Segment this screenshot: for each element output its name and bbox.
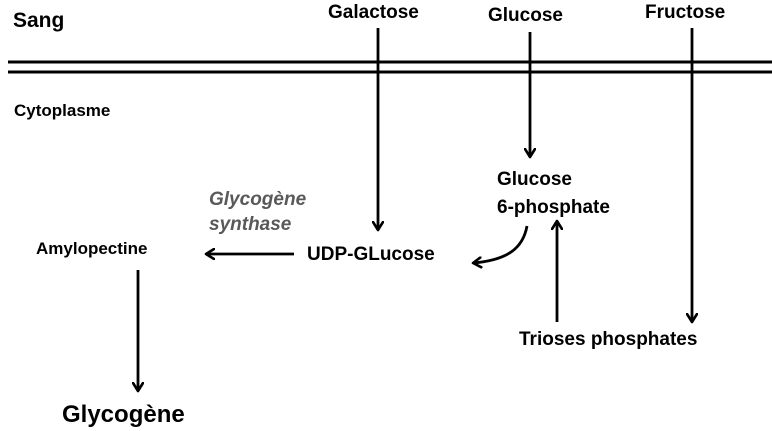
- cytoplasm-compartment-label: Cytoplasme: [14, 101, 111, 120]
- glycogen-synthase-line2: synthase: [209, 213, 292, 235]
- glucose-6-phosphate-line1: Glucose: [497, 169, 572, 190]
- udp-glucose-label: UDP-GLucose: [307, 244, 435, 265]
- glycogen-synthase-line1: Glycogène: [209, 189, 307, 210]
- arrow-glucose-6-phosphate-to-udp-glucose: [473, 225, 529, 263]
- glycogen-synthase-enzyme-label: Glycogène synthase: [209, 188, 306, 237]
- glucose-6-phosphate-line2: 6-phosphate: [497, 196, 610, 218]
- glucose-label: Glucose: [488, 5, 563, 26]
- amylopectine-label: Amylopectine: [36, 239, 148, 258]
- glucose-6-phosphate-label: Glucose 6-phosphate: [497, 166, 610, 221]
- galactose-label: Galactose: [328, 2, 419, 23]
- fructose-label: Fructose: [645, 2, 726, 23]
- blood-compartment-label: Sang: [13, 9, 65, 32]
- glycogen-label: Glycogène: [62, 401, 185, 428]
- trioses-phosphates-label: Trioses phosphates: [519, 329, 698, 350]
